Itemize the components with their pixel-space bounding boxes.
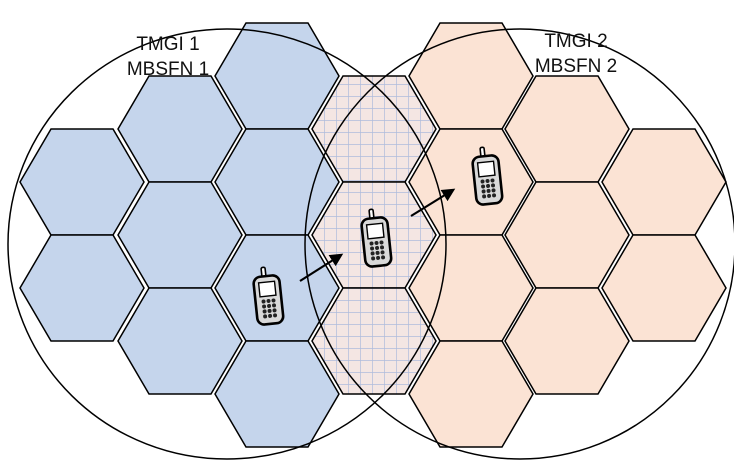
mbsfn2-cell <box>504 287 630 395</box>
mbsfn1-cell <box>214 128 340 236</box>
mbsfn2-cell <box>601 128 727 236</box>
mbsfn1-cell <box>117 75 243 183</box>
mbsfn1-label: MBSFN 1 <box>127 59 209 80</box>
mbsfn1-cell <box>117 287 243 395</box>
mbsfn1-cell <box>214 22 340 130</box>
handover-arrow-icon <box>410 188 456 217</box>
mbsfn2-boundary <box>304 28 734 460</box>
mbsfn2-cell <box>408 340 534 448</box>
mbsfn2-label: MBSFN 2 <box>535 56 617 77</box>
mbsfn1-boundary <box>7 28 447 460</box>
tmgi2-label: TMGI 2 <box>544 31 607 52</box>
mbsfn1-cell <box>214 340 340 448</box>
mbsfn2-cell <box>601 234 727 342</box>
overlap-cell <box>311 75 437 183</box>
handover-arrow-icon <box>299 253 344 282</box>
mbsfn1-cell <box>19 128 145 236</box>
mbsfn1-cell <box>19 234 145 342</box>
overlap-cell <box>311 287 437 395</box>
tmgi1-label: TMGI 1 <box>136 34 199 55</box>
mbsfn1-cell <box>117 181 243 289</box>
